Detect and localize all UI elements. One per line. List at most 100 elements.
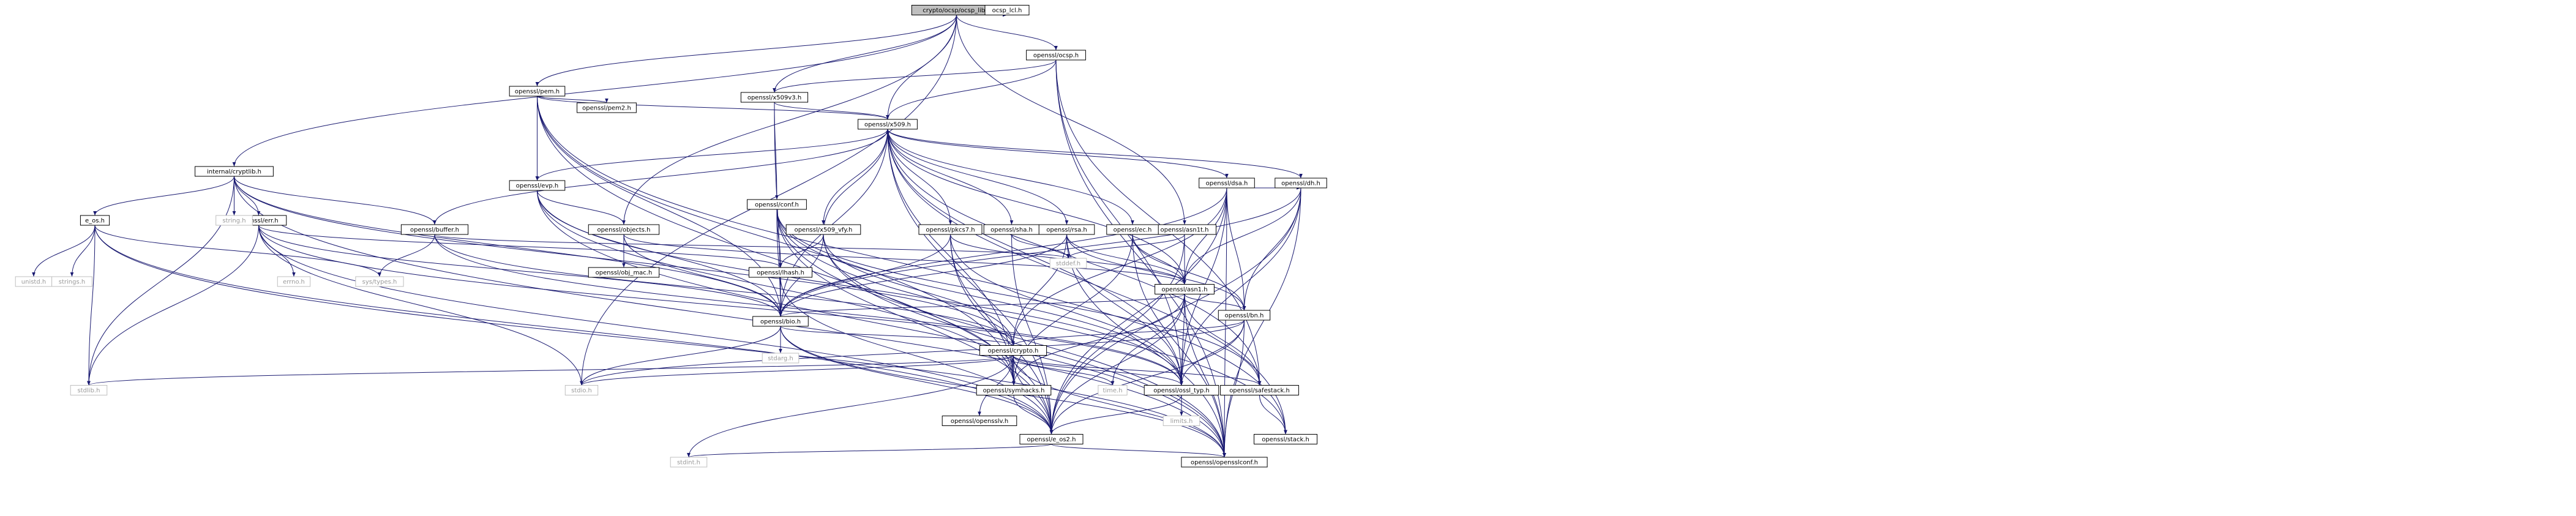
edge-objects-to-asn1 — [623, 234, 1186, 285]
node-label: crypto/ocsp/ocsp_lib.c — [923, 7, 990, 14]
node-stdlib[interactable]: stdlib.h — [70, 385, 108, 395]
node-sha[interactable]: openssl/sha.h — [983, 224, 1040, 235]
edge-asn1-to-symhacks — [1012, 294, 1185, 386]
edge-x509-to-dsa — [887, 129, 1229, 179]
node-buffer[interactable]: openssl/buffer.h — [400, 224, 469, 235]
edge-cryptlib-to-stdlib — [87, 176, 234, 386]
node-x509-vfy[interactable]: openssl/x509_vfy.h — [785, 224, 861, 235]
edge-x509-to-dh — [887, 129, 1303, 179]
node-stack[interactable]: openssl/stack.h — [1254, 434, 1317, 444]
node-label: openssl/bn.h — [1225, 313, 1264, 320]
node-conf[interactable]: openssl/conf.h — [747, 199, 807, 210]
node-label: openssl/safestack.h — [1229, 387, 1290, 394]
node-unistd[interactable]: unistd.h — [15, 276, 53, 287]
node-bn[interactable]: openssl/bn.h — [1218, 310, 1271, 321]
node-ossl-typ[interactable]: openssl/ossl_typ.h — [1144, 385, 1219, 395]
edge-pem-to-stack — [537, 95, 1287, 435]
node-errno[interactable]: errno.h — [277, 276, 311, 287]
node-stdarg[interactable]: stdarg.h — [762, 353, 799, 364]
node-pem2[interactable]: openssl/pem2.h — [577, 102, 637, 113]
node-safestack[interactable]: openssl/safestack.h — [1220, 385, 1299, 395]
node-label: openssl/stack.h — [1262, 436, 1309, 443]
node-label: openssl/pem2.h — [582, 105, 631, 112]
node-objects[interactable]: openssl/objects.h — [588, 224, 660, 235]
edge-pkcs7-to-bio — [779, 234, 951, 317]
node-label: errno.h — [283, 279, 305, 286]
edge-e_os2-to-opensslconf — [1051, 444, 1226, 458]
node-time[interactable]: time.h — [1098, 385, 1128, 395]
node-label: openssl/ocsp.h — [1033, 53, 1079, 59]
node-label: openssl/objects.h — [597, 227, 650, 234]
edge-x509-to-evp — [535, 129, 888, 181]
dependency-edges — [32, 13, 1303, 458]
node-rsa[interactable]: openssl/rsa.h — [1038, 224, 1095, 235]
node-stdint[interactable]: stdint.h — [670, 457, 708, 468]
edge-dh-to-bio — [779, 187, 1301, 317]
edge-err-to-ossl_typ — [258, 225, 1183, 386]
node-label: openssl/sha.h — [990, 227, 1033, 234]
edge-pkcs7-to-symhacks — [950, 234, 1016, 386]
edge-e_os-to-strings — [70, 225, 95, 277]
node-x509v3[interactable]: openssl/x509v3.h — [740, 92, 809, 103]
edge-asn1-to-safestack — [1184, 294, 1262, 386]
edge-e_os-to-e_os2 — [94, 225, 1054, 435]
node-label: openssl/err.h — [239, 218, 278, 225]
node-opensslconf[interactable]: openssl/opensslconf.h — [1181, 457, 1268, 468]
edge-dsa-to-bn — [1226, 187, 1246, 311]
edge-symhacks-to-e_os2 — [1013, 395, 1054, 435]
edge-err-to-stdio — [258, 225, 583, 386]
edge-pem-to-symhacks — [537, 95, 1016, 386]
edge-root-to-ocsp — [956, 15, 1058, 51]
node-stddef[interactable]: stddef.h — [1049, 258, 1087, 269]
node-label: openssl/crypto.h — [988, 348, 1039, 354]
edge-e_os2-to-stdint — [687, 444, 1052, 458]
node-label: unistd.h — [21, 279, 46, 286]
edge-bio-to-stdio — [580, 326, 781, 386]
node-string[interactable]: string.h — [215, 215, 253, 226]
node-stdio[interactable]: stdio.h — [564, 385, 599, 395]
edge-err-to-bio — [258, 225, 782, 317]
node-dh[interactable]: openssl/dh.h — [1275, 178, 1327, 189]
edge-x509_vfy-to-x509 — [823, 129, 889, 235]
node-limits[interactable]: limits.h — [1163, 416, 1200, 426]
edge-e_os-to-unistd — [32, 225, 95, 277]
node-e-os[interactable]: e_os.h — [80, 215, 110, 226]
edge-e_os-to-opensslconf — [94, 225, 1226, 458]
node-crypto[interactable]: openssl/crypto.h — [979, 345, 1047, 356]
node-opensslv[interactable]: openssl/opensslv.h — [942, 416, 1017, 426]
edge-sha-to-stddef — [1011, 234, 1070, 259]
edge-x509-to-symhacks — [887, 129, 1016, 386]
node-symhacks[interactable]: openssl/symhacks.h — [976, 385, 1052, 395]
node-lhash[interactable]: openssl/lhash.h — [749, 267, 812, 278]
node-pem[interactable]: openssl/pem.h — [509, 86, 566, 97]
edge-bn-to-e_os2 — [1049, 320, 1245, 435]
node-label: openssl/lhash.h — [757, 270, 804, 277]
edge-root-to-pem — [535, 15, 957, 87]
node-label: openssl/asn1t.h — [1161, 227, 1209, 234]
node-cryptlib[interactable]: internal/cryptlib.h — [195, 166, 274, 177]
node-asn1t[interactable]: openssl/asn1t.h — [1153, 224, 1216, 235]
node-ocsp-lcl[interactable]: ocsp_lcl.h — [984, 5, 1030, 15]
node-label: strings.h — [59, 279, 85, 286]
edge-crypto-to-stdio — [580, 355, 1014, 386]
node-bio[interactable]: openssl/bio.h — [752, 316, 809, 327]
edge-crypto-to-symhacks — [1012, 355, 1016, 386]
edge-err-to-lhash — [258, 225, 782, 268]
edge-conf-to-safestack — [776, 209, 1262, 386]
edge-rsa-to-opensslconf — [1066, 234, 1226, 458]
node-evp[interactable]: openssl/evp.h — [509, 180, 566, 191]
node-ocsp[interactable]: openssl/ocsp.h — [1026, 50, 1086, 61]
node-systypes[interactable]: sys/types.h — [355, 276, 404, 287]
node-dsa[interactable]: openssl/dsa.h — [1199, 178, 1255, 189]
node-ec[interactable]: openssl/ec.h — [1106, 224, 1159, 235]
edge-root-to-objects — [622, 15, 957, 225]
node-label: stdarg.h — [768, 356, 793, 362]
node-pkcs7[interactable]: openssl/pkcs7.h — [918, 224, 983, 235]
node-strings[interactable]: strings.h — [51, 276, 92, 287]
node-asn1[interactable]: openssl/asn1.h — [1155, 284, 1215, 294]
node-x509[interactable]: openssl/x509.h — [858, 119, 918, 130]
edge-buffer-to-ossl_typ — [434, 234, 1183, 386]
node-obj-mac[interactable]: openssl/obj_mac.h — [588, 267, 660, 278]
node-e-os2[interactable]: openssl/e_os2.h — [1019, 434, 1084, 444]
